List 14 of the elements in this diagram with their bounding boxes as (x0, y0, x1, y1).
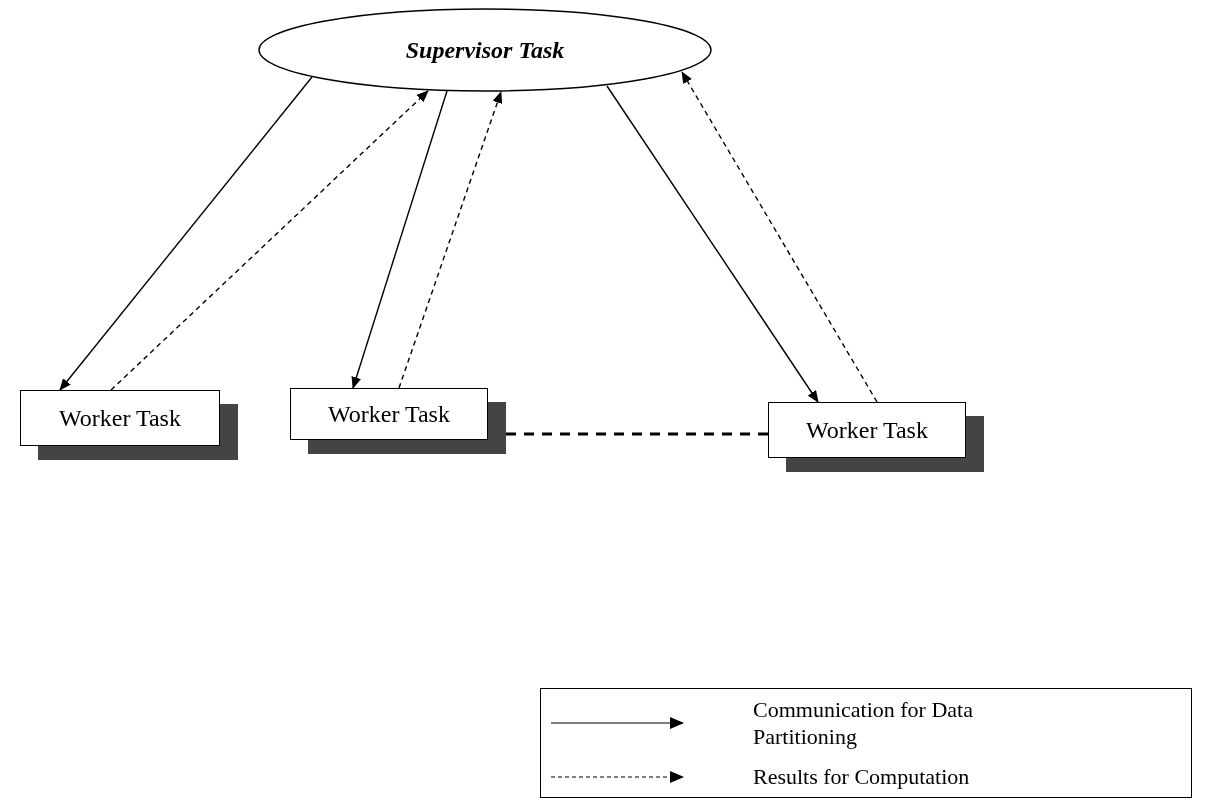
dashed-connector (506, 432, 768, 436)
ellipse-node (258, 8, 712, 92)
node-label: Worker Task (806, 416, 928, 445)
arrow (398, 91, 503, 389)
arrow (681, 71, 878, 403)
arrow (59, 76, 313, 391)
node-label: Worker Task (328, 400, 450, 429)
node-label: Worker Task (59, 404, 181, 433)
node-label: Supervisor Task (405, 36, 565, 65)
arrow (351, 90, 448, 389)
legend-label: Results for Computation (753, 762, 971, 791)
legend-label: Communication for Data Partitioning (753, 695, 974, 751)
arrow (110, 90, 429, 391)
arrow (606, 85, 819, 403)
